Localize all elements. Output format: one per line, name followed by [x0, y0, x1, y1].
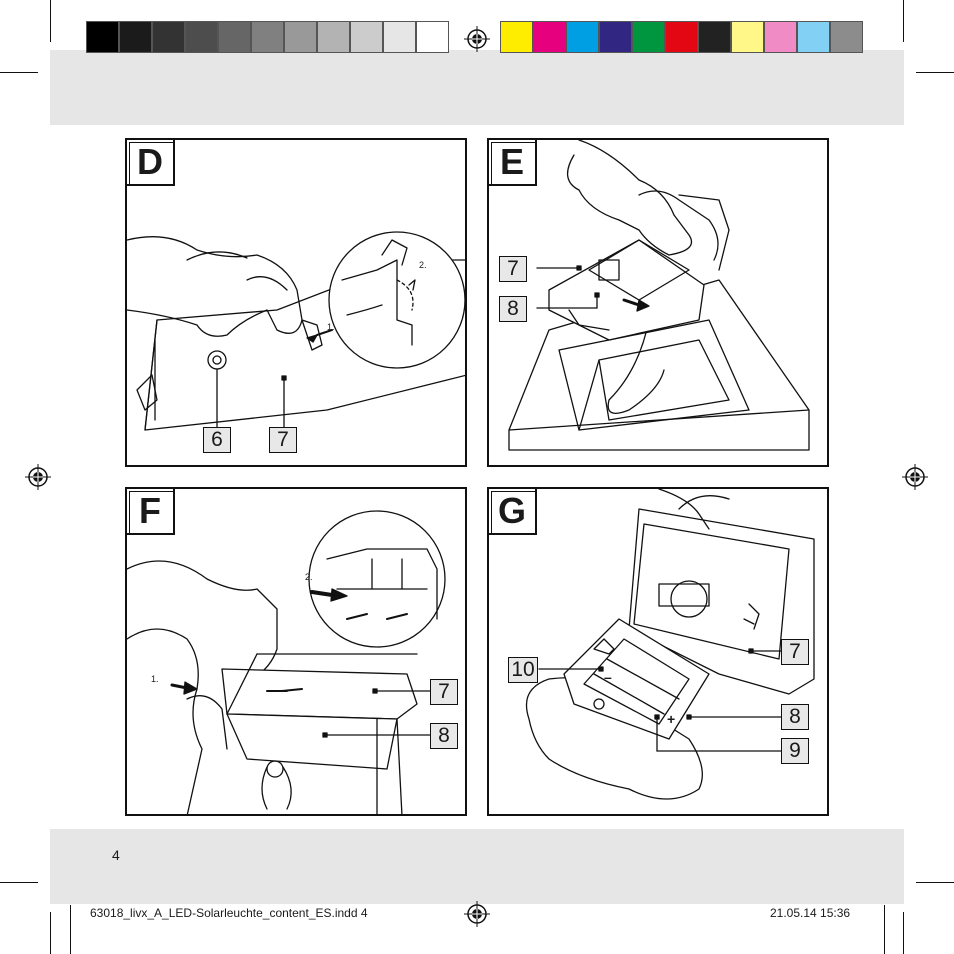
registration-mark-icon — [902, 464, 928, 490]
top-gray-band — [50, 50, 904, 125]
step-label-2: 2. — [419, 260, 427, 270]
registration-mark-icon — [464, 26, 490, 52]
color-swatch — [731, 21, 764, 53]
color-swatch — [383, 21, 416, 53]
color-swatch — [500, 21, 533, 53]
panel-f-illustration — [127, 510, 446, 814]
grayscale-color-bar — [86, 21, 449, 55]
battery-plus-symbol: + — [667, 711, 676, 727]
battery-minus-symbol: – — [604, 669, 612, 685]
callout-7: 7 — [499, 256, 527, 282]
color-swatch — [416, 21, 449, 53]
color-swatch — [830, 21, 863, 53]
crop-mark — [916, 72, 954, 73]
color-swatch — [185, 21, 218, 53]
color-swatch — [152, 21, 185, 53]
footer-filename: 63018_livx_A_LED-Solarleuchte_content_ES… — [90, 906, 368, 920]
color-swatch — [632, 21, 665, 53]
panel-d-illustration — [127, 231, 465, 431]
callout-8: 8 — [781, 704, 809, 730]
color-swatch — [533, 21, 566, 53]
color-swatch — [317, 21, 350, 53]
color-swatch — [284, 21, 317, 53]
panel-f-letter: F — [127, 489, 175, 535]
crop-mark — [903, 0, 904, 42]
callout-6: 6 — [203, 427, 231, 453]
step-label-1: 1. — [151, 674, 159, 684]
bottom-gray-band — [50, 829, 904, 904]
panel-g-illustration — [525, 489, 815, 800]
process-color-bar — [500, 21, 863, 55]
panel-e-illustration — [508, 140, 810, 451]
callout-8: 8 — [499, 296, 527, 322]
panel-e-letter: E — [489, 140, 537, 186]
crop-mark — [884, 905, 885, 954]
callout-7: 7 — [269, 427, 297, 453]
crop-mark — [903, 912, 904, 954]
registration-mark-icon — [464, 901, 490, 927]
panel-d: D 6 7 2. 1. — [125, 138, 467, 467]
color-swatch — [764, 21, 797, 53]
footer-timestamp: 21.05.14 15:36 — [770, 906, 851, 920]
page-number: 4 — [112, 847, 120, 863]
crop-mark — [916, 882, 954, 883]
callout-8: 8 — [430, 723, 458, 749]
color-swatch — [599, 21, 632, 53]
panel-g-letter: G — [489, 489, 537, 535]
color-swatch — [119, 21, 152, 53]
callout-7: 7 — [781, 639, 809, 665]
panel-d-letter: D — [127, 140, 175, 186]
step-label-2: 2. — [305, 572, 313, 582]
callout-10: 10 — [508, 657, 538, 683]
panel-e: E 7 8 — [487, 138, 829, 467]
panel-f: F 7 8 2. 1. — [125, 487, 467, 816]
crop-mark — [0, 882, 38, 883]
crop-mark — [50, 0, 51, 42]
color-swatch — [218, 21, 251, 53]
panel-g: G 10 7 8 9 – + — [487, 487, 829, 816]
step-label-1: 1. — [327, 322, 335, 332]
color-swatch — [797, 21, 830, 53]
crop-mark — [0, 72, 38, 73]
callout-7: 7 — [430, 679, 458, 705]
color-swatch — [665, 21, 698, 53]
callout-9: 9 — [781, 738, 809, 764]
color-swatch — [350, 21, 383, 53]
color-swatch — [251, 21, 284, 53]
crop-mark — [70, 905, 71, 954]
color-swatch — [698, 21, 731, 53]
color-swatch — [566, 21, 599, 53]
crop-mark — [50, 912, 51, 954]
color-swatch — [86, 21, 119, 53]
registration-mark-icon — [25, 464, 51, 490]
